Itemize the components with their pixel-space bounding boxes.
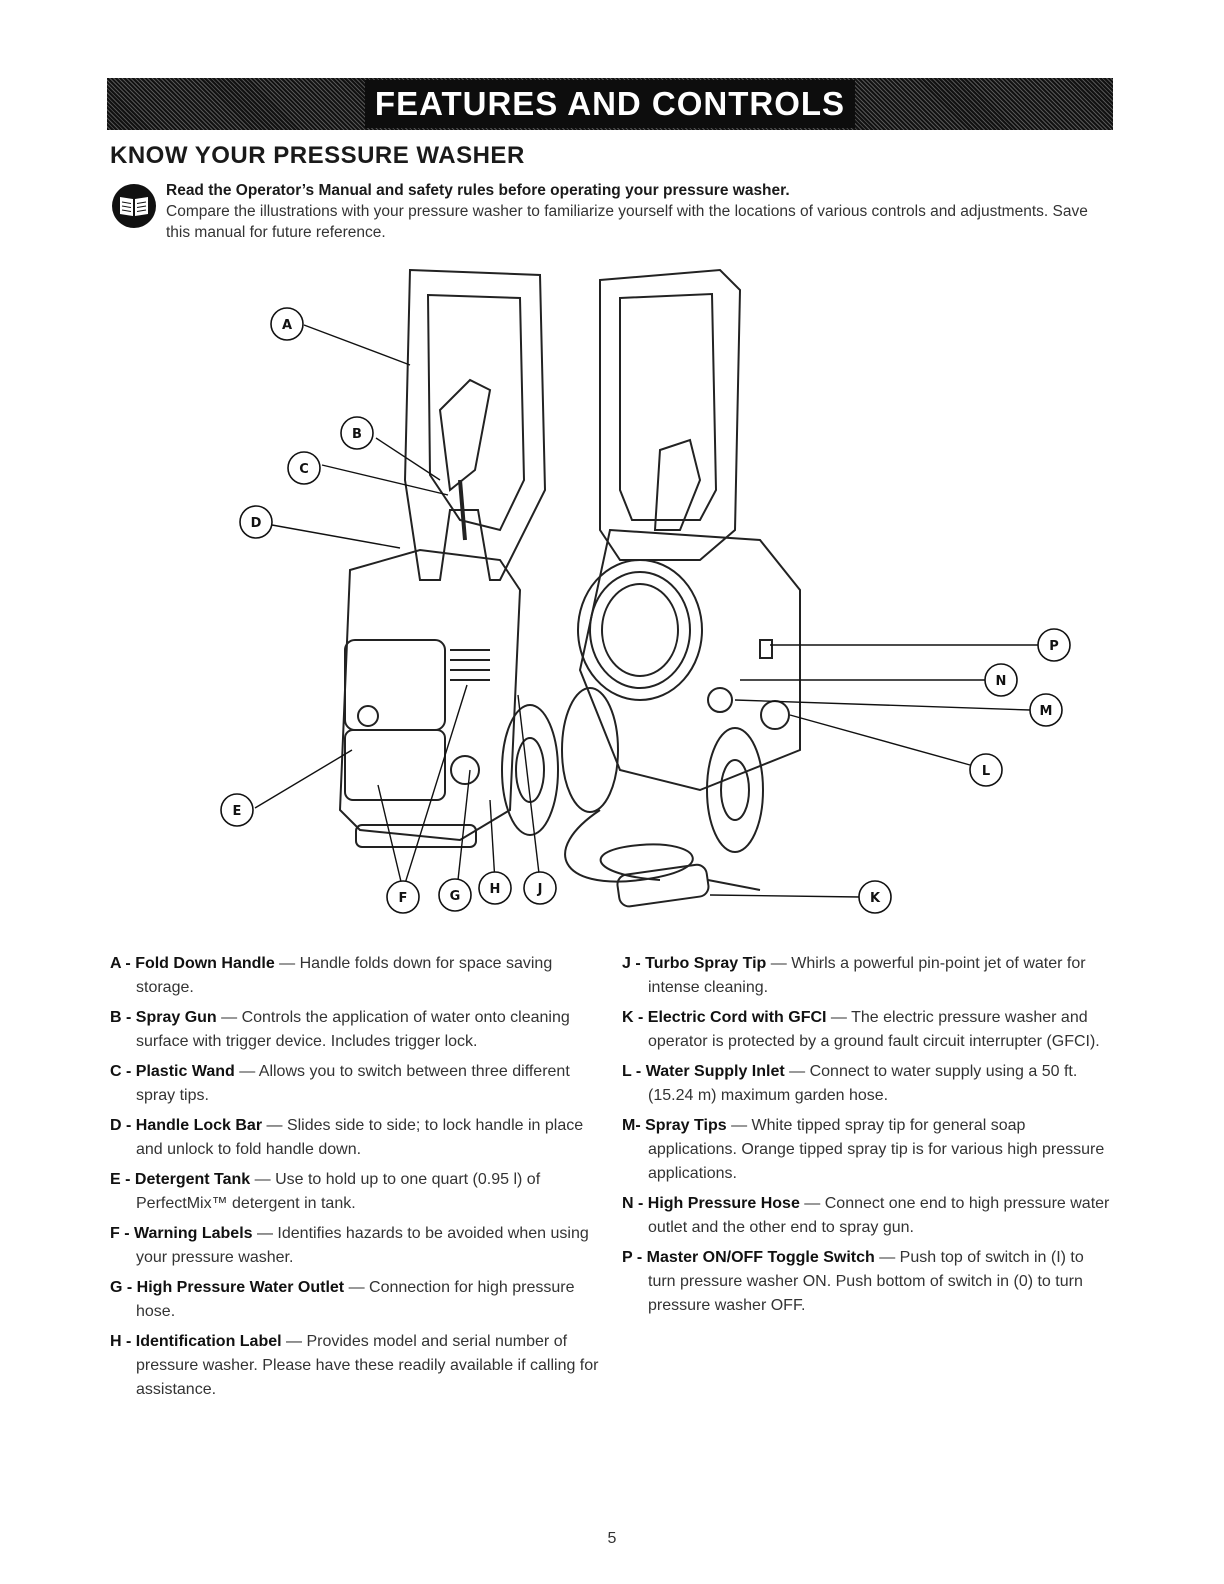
callout-p [1037,628,1071,662]
feature-item: M- Spray Tips — White tipped spray tip f… [622,1117,1105,1182]
callout-d [239,505,273,539]
power-cord [564,809,694,883]
feature-item: D - Handle Lock Bar — Slides side to sid… [110,1117,584,1158]
manual-book-icon [112,184,156,228]
callout-e [220,793,254,827]
feature-item: N - High Pressure Hose — Connect one end… [622,1195,1110,1236]
callout-b [340,416,374,450]
callout-a [270,307,304,341]
page-subtitle: KNOW YOUR PRESSURE WASHER [110,142,525,169]
feature-item: K - Electric Cord with GFCI — The electr… [622,1009,1100,1050]
intro-warning: Read the Operator’s Manual and safety ru… [166,182,790,199]
callout-j [523,871,557,905]
feature-item: F - Warning Labels — Identifies hazards … [110,1225,589,1266]
body-front [338,548,522,842]
callout-f-label: F [399,891,408,906]
intro-block: Read the Operator’s Manual and safety ru… [166,180,1106,243]
section-banner: FEATURES AND CONTROLS [107,78,1113,130]
feature-item: E - Detergent Tank — Use to hold up to o… [110,1171,541,1212]
features-list-right: J - Turbo Spray Tip — Whirls a powerful … [622,952,1112,1324]
callout-j-label: J [537,882,543,897]
feature-item: L - Water Supply Inlet — Connect to wate… [622,1063,1078,1104]
section-title: FEATURES AND CONTROLS [364,80,856,128]
callout-p-label: P [1049,639,1059,654]
gfci-plug [616,863,710,908]
callout-h-label: H [490,882,501,897]
body-rear [578,528,801,792]
callout-g-label: G [450,889,461,904]
callout-k [858,880,892,914]
callout-e-label: E [233,804,242,819]
handle-frame-rear [599,268,742,561]
feature-item: H - Identification Label — Provides mode… [110,1333,599,1398]
callout-k-label: K [870,891,881,906]
spray-gun-front [438,378,492,492]
wheel-rear-left [561,687,619,813]
features-list-left: A - Fold Down Handle — Handle folds down… [110,952,600,1408]
feature-item: B - Spray Gun — Controls the application… [110,1009,570,1050]
intro-text: Compare the illustrations with your pres… [166,203,1088,241]
callout-m-label: M [1040,704,1053,719]
wheel-front [501,704,559,836]
callout-b-label: B [352,427,362,442]
feature-item: P - Master ON/OFF Toggle Switch — Push t… [622,1249,1084,1314]
callout-l [969,753,1003,787]
callout-n-label: N [996,674,1007,689]
callout-a-label: A [282,318,292,333]
pressure-washer-illustration: A B C D E F G H J K L M N P [220,268,1071,914]
feature-item: G - High Pressure Water Outlet — Connect… [110,1279,575,1320]
callouts [220,307,1071,914]
callout-c-label: C [299,462,309,477]
wheel-rear-right [706,727,764,853]
page-number: 5 [607,1530,617,1547]
callout-g [438,878,472,912]
hose-reel [577,559,703,701]
callout-h [478,871,512,905]
handle-frame-front [403,268,547,581]
callout-c [287,451,321,485]
feature-item: A - Fold Down Handle — Handle folds down… [110,955,553,996]
feature-item: C - Plastic Wand — Allows you to switch … [110,1063,570,1104]
callout-n [984,663,1018,697]
callout-m [1029,693,1063,727]
callout-d-label: D [251,516,262,531]
feature-item: J - Turbo Spray Tip — Whirls a powerful … [622,955,1086,996]
callout-l-label: L [982,764,990,779]
callout-f [386,880,420,914]
